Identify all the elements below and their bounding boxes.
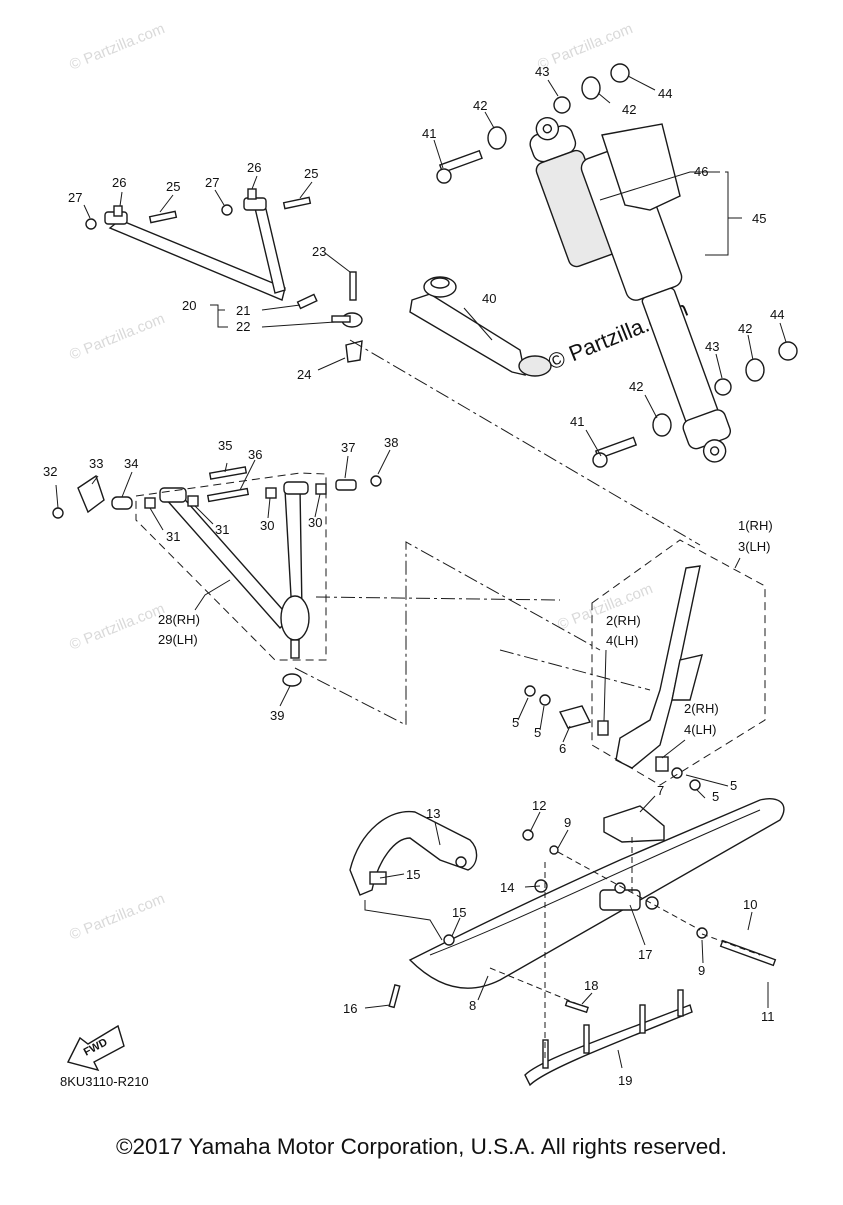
callout-label: 9 — [564, 815, 571, 830]
callout-label: 46 — [694, 164, 708, 179]
copyright-notice: ©2017 Yamaha Motor Corporation, U.S.A. A… — [115, 1134, 728, 1159]
callout-label: 31 — [215, 522, 229, 537]
callout-label: 20 — [182, 298, 196, 313]
ski-handle — [349, 810, 478, 896]
watermark-text: © Partzilla.com — [67, 20, 167, 74]
callout-label: 37 — [341, 440, 355, 455]
callout-label: 30 — [308, 515, 322, 530]
callout-label: 27 — [205, 175, 219, 190]
callout-label: 26 — [112, 175, 126, 190]
callout-label: 42 — [473, 98, 487, 113]
callout-label: 4(LH) — [606, 633, 639, 648]
lower-arm — [52, 466, 382, 687]
leader-lines — [55, 75, 787, 1069]
callout-label: 6 — [559, 741, 566, 756]
callout-label: 22 — [236, 319, 250, 334]
callout-label: 4(LH) — [684, 722, 717, 737]
callout-label: 28(RH) — [158, 612, 200, 627]
assembly-outlines — [135, 339, 766, 1060]
callout-label: 5 — [712, 789, 719, 804]
callout-label: 15 — [406, 867, 420, 882]
fwd-arrow-icon: FWD — [66, 1024, 125, 1072]
callout-label: 24 — [297, 367, 311, 382]
callout-label: 32 — [43, 464, 57, 479]
callout-label: 35 — [218, 438, 232, 453]
steering-arm — [409, 276, 552, 377]
callout-label: 17 — [638, 947, 652, 962]
callout-label: 14 — [500, 880, 514, 895]
callout-label: 42 — [622, 102, 636, 117]
callout-label: 19 — [618, 1073, 632, 1088]
wear-bar — [524, 989, 693, 1087]
callout-label: 34 — [124, 456, 138, 471]
callout-label: 41 — [422, 126, 436, 141]
callout-label: 40 — [482, 291, 496, 306]
callout-label: 13 — [426, 806, 440, 821]
callout-label: 21 — [236, 303, 250, 318]
callout-label: 29(LH) — [158, 632, 198, 647]
callout-label: 10 — [743, 897, 757, 912]
callout-label: 33 — [89, 456, 103, 471]
diagram-code: 8KU3110-R210 — [60, 1074, 149, 1089]
callout-label: 44 — [658, 86, 672, 101]
watermark-text: © Partzilla.com — [67, 600, 167, 654]
callout-label: 8 — [469, 998, 476, 1013]
callout-labels: 1(RH) 3(LH) 2(RH) 4(LH) 2(RH) 4(LH) 5 5 … — [43, 64, 784, 1088]
callout-label: 18 — [584, 978, 598, 993]
callout-label: 25 — [166, 179, 180, 194]
callout-label: 11 — [761, 1009, 775, 1024]
callout-label: 15 — [452, 905, 466, 920]
ski — [388, 798, 785, 1014]
callout-label: 5 — [730, 778, 737, 793]
callout-label: 23 — [312, 244, 326, 259]
callout-label: 27 — [68, 190, 82, 205]
callout-label: 26 — [247, 160, 261, 175]
callout-label: 12 — [532, 798, 546, 813]
shock-hardware-top — [436, 63, 630, 184]
callout-label: 5 — [512, 715, 519, 730]
callout-label: 45 — [752, 211, 766, 226]
watermark-text: © Partzilla.com — [67, 890, 167, 944]
callout-label: 25 — [304, 166, 318, 181]
callout-label: 36 — [248, 447, 262, 462]
callout-label: 38 — [384, 435, 398, 450]
callout-label: 5 — [534, 725, 541, 740]
callout-label: 39 — [270, 708, 284, 723]
callout-label: 7 — [657, 783, 664, 798]
callout-label: 42 — [738, 321, 752, 336]
callout-label: 43 — [705, 339, 719, 354]
callout-label: 30 — [260, 518, 274, 533]
callout-label: 2(RH) — [684, 701, 719, 716]
watermark-text: © Partzilla.com — [67, 310, 167, 364]
callout-label: 41 — [570, 414, 584, 429]
callout-label: 31 — [166, 529, 180, 544]
shock-hardware-bottom — [592, 341, 798, 468]
callout-label: 42 — [629, 379, 643, 394]
callout-label: 43 — [535, 64, 549, 79]
callout-label: 1(RH) — [738, 518, 773, 533]
callout-label: 44 — [770, 307, 784, 322]
shock-absorber — [529, 116, 732, 463]
callout-label: 16 — [343, 1001, 357, 1016]
callout-label: 2(RH) — [606, 613, 641, 628]
callout-label: 3(LH) — [738, 539, 771, 554]
upper-arm — [85, 188, 363, 363]
callout-label: 9 — [698, 963, 705, 978]
